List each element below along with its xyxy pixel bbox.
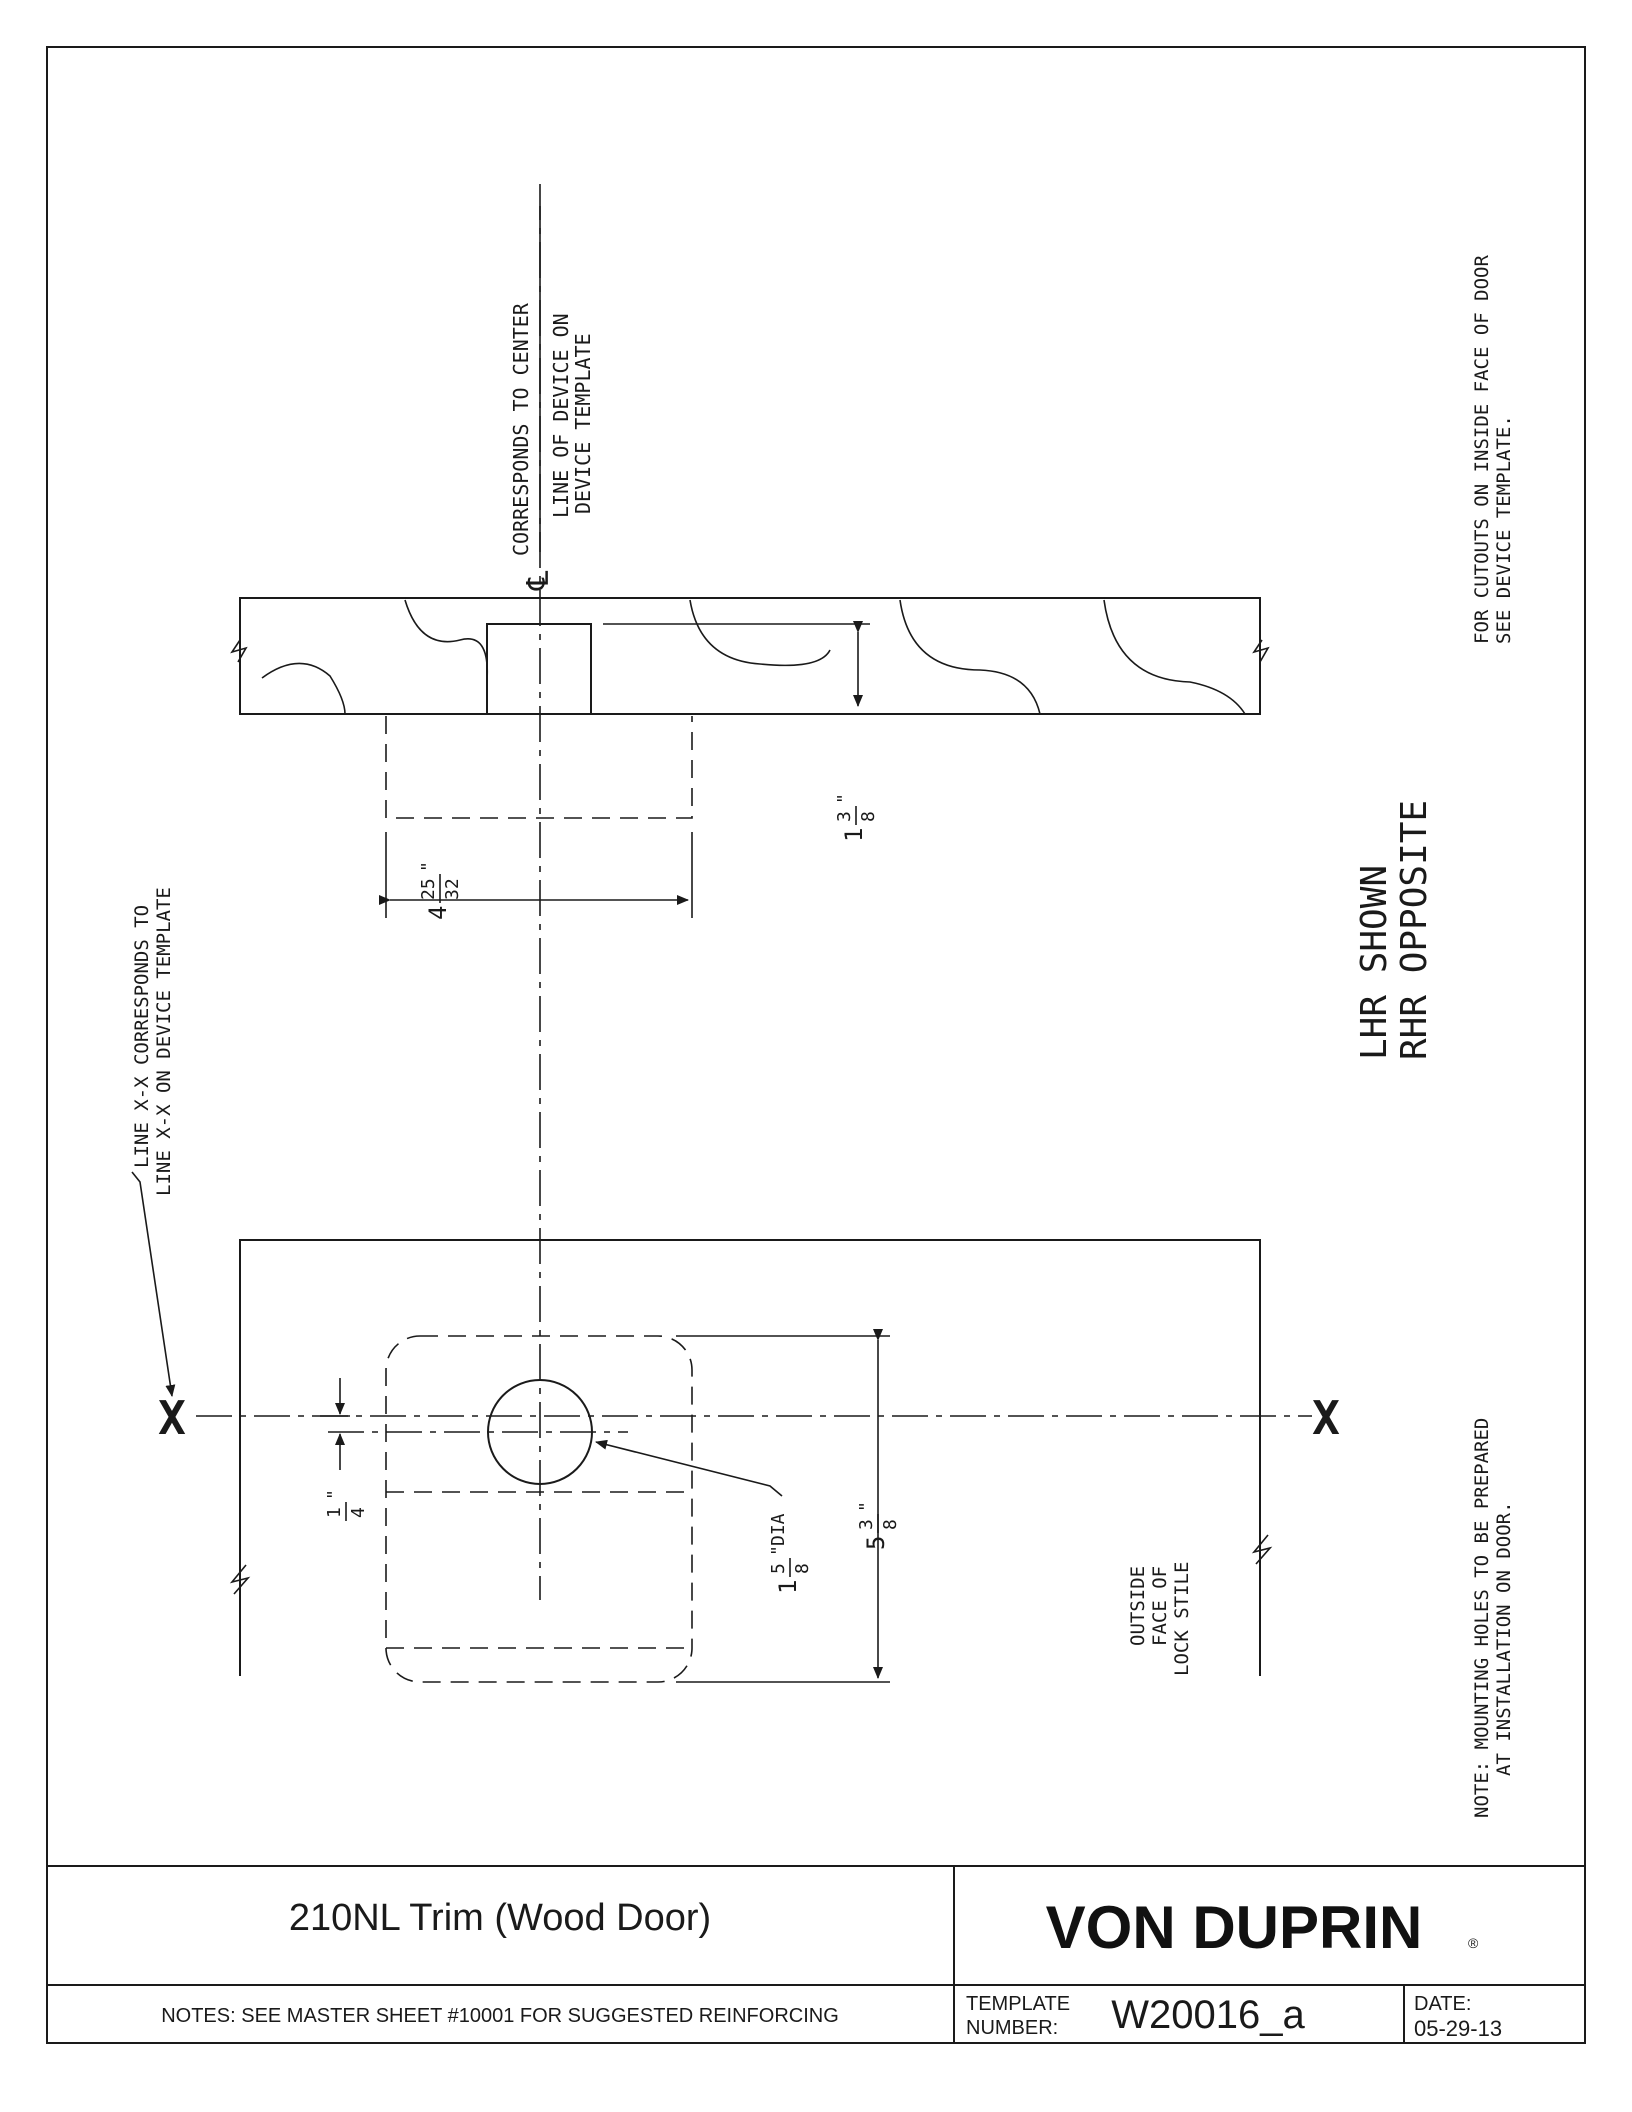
notes-text: NOTES: SEE MASTER SHEET #10001 FOR SUGGE… xyxy=(161,2005,839,2027)
date-label: DATE: xyxy=(1414,1993,1471,2015)
svg-text:1: 1 xyxy=(774,1580,802,1594)
x-mark-left: X xyxy=(158,1391,186,1445)
mounting-note-2: AT INSTALLATION ON DOOR. xyxy=(1493,1501,1515,1776)
svg-text:1: 1 xyxy=(840,828,868,842)
x-mark-right: X xyxy=(1312,1391,1340,1445)
cutouts-note-2: SEE DEVICE TEMPLATE. xyxy=(1493,415,1515,644)
template-label-1: TEMPLATE xyxy=(966,1993,1070,2015)
door-section-view xyxy=(230,597,1270,918)
svg-text:4: 4 xyxy=(348,1507,369,1518)
drawing-title: 210NL Trim (Wood Door) xyxy=(289,1897,711,1939)
break-mark-left xyxy=(230,639,248,663)
wood-grain-arc xyxy=(1103,599,1246,715)
centerline-note-2: LINE OF DEVICE ON xyxy=(549,313,573,518)
dim-offset-label: 1 4 " xyxy=(324,1489,369,1521)
svg-text:": " xyxy=(418,861,439,872)
title-block: 210NL Trim (Wood Door) VON DUPRIN ® NOTE… xyxy=(47,1865,1585,2043)
svg-text:": " xyxy=(324,1489,345,1500)
mounting-note-1: NOTE: MOUNTING HOLES TO BE PREPARED xyxy=(1471,1418,1493,1818)
stile-label-2: FACE OF xyxy=(1149,1566,1171,1646)
break-mark-right xyxy=(1252,639,1270,663)
trim-projection-outline xyxy=(385,716,693,819)
svg-text:8: 8 xyxy=(880,1519,901,1530)
centerline-note-3: DEVICE TEMPLATE xyxy=(571,333,595,514)
trim-outline xyxy=(385,1335,693,1683)
break-mark-left-lower xyxy=(229,1564,251,1595)
dim-width-label: 4 25 32 " xyxy=(418,861,463,920)
template-label-2: NUMBER: xyxy=(966,2017,1058,2039)
template-number: W20016_a xyxy=(1111,1993,1305,2037)
line-x-x-note-1: LINE X-X CORRESPONDS TO xyxy=(131,905,153,1168)
cutouts-note-1: FOR CUTOUTS ON INSIDE FACE OF DOOR xyxy=(1471,255,1493,644)
svg-text:": " xyxy=(834,793,855,804)
sheet-border xyxy=(46,46,1586,2044)
svg-text:1: 1 xyxy=(324,1507,345,1518)
svg-text:25: 25 xyxy=(418,878,439,900)
door-section-outline xyxy=(239,597,1261,715)
centerline-note-1: CORRESPONDS TO CENTER xyxy=(509,302,533,556)
dim-height-label: 5 3 8 " xyxy=(856,1501,901,1550)
handing-note-2: RHR OPPOSITE xyxy=(1394,800,1435,1060)
centerline-symbol: ℄ xyxy=(521,570,556,591)
date-value: 05-29-13 xyxy=(1414,2016,1502,2041)
dim-thickness-label: 1 3 8 " xyxy=(834,793,879,842)
svg-text:5: 5 xyxy=(862,1536,890,1550)
svg-text:32: 32 xyxy=(442,878,463,900)
svg-text:DIA: DIA xyxy=(768,1513,789,1546)
line-x-x-leader xyxy=(131,1171,176,1397)
face-view xyxy=(131,1171,1312,1683)
edge-bore xyxy=(486,623,592,715)
svg-text:": " xyxy=(768,1545,789,1556)
handing-note-1: LHR SHOWN xyxy=(1354,865,1395,1060)
dim-hole-label: 1 5 8 " DIA xyxy=(768,1513,813,1594)
svg-text:8: 8 xyxy=(792,1563,813,1574)
stile-label-3: LOCK STILE xyxy=(1171,1562,1193,1676)
wood-grain-arc xyxy=(404,599,489,681)
break-mark-right-lower xyxy=(1251,1534,1273,1565)
svg-text:8: 8 xyxy=(858,811,879,822)
wood-grain-arc xyxy=(261,662,346,715)
svg-text:": " xyxy=(856,1501,877,1512)
line-x-x-note-2: LINE X-X ON DEVICE TEMPLATE xyxy=(153,887,175,1196)
wood-grain-arc xyxy=(899,599,1041,715)
svg-text:3: 3 xyxy=(834,811,855,822)
hole-leader xyxy=(595,1439,783,1497)
svg-text:5: 5 xyxy=(768,1563,789,1574)
svg-text:4: 4 xyxy=(424,906,452,920)
stile-label-1: OUTSIDE xyxy=(1127,1566,1149,1646)
svg-text:3: 3 xyxy=(856,1519,877,1530)
brand-logo: VON DUPRIN xyxy=(1046,1894,1423,1961)
lock-stile-outline xyxy=(239,1239,1261,1676)
brand-registered-mark: ® xyxy=(1468,1935,1479,1951)
wood-grain-arc xyxy=(689,599,831,667)
